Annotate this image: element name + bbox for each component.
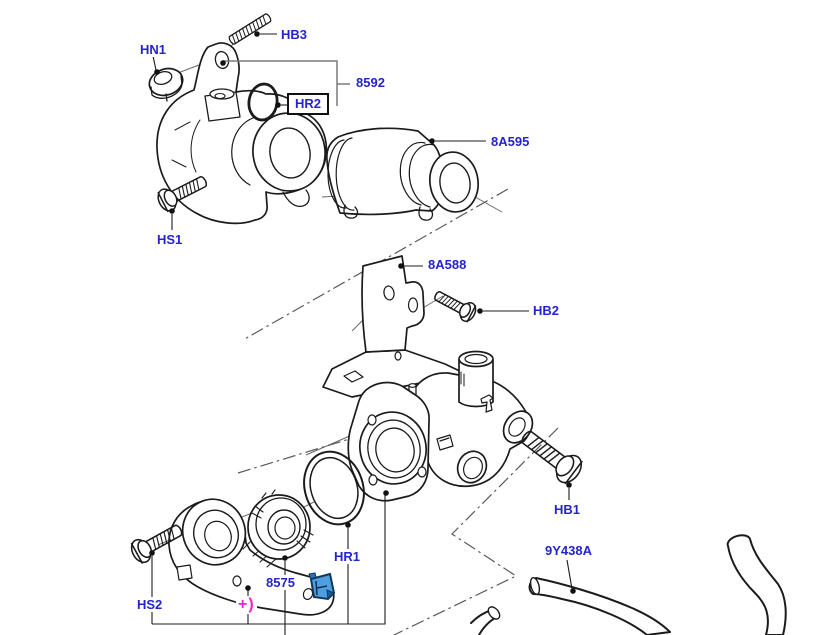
callout-hr1[interactable]: HR1 xyxy=(332,549,363,564)
thermostat-part xyxy=(247,489,314,560)
stud-hb3 xyxy=(228,13,272,45)
callout-hb3[interactable]: HB3 xyxy=(279,27,310,42)
outlet-connector-part xyxy=(156,42,328,225)
callout-hn1[interactable]: HN1 xyxy=(138,42,169,57)
note-flag-icon[interactable] xyxy=(308,572,336,601)
note-marker: +) xyxy=(236,596,257,614)
callout-8a588[interactable]: 8A588 xyxy=(426,257,469,272)
callout-9y438a[interactable]: 9Y438A xyxy=(543,543,594,558)
hose-connector-part xyxy=(326,127,479,221)
leader-lines xyxy=(151,33,573,635)
callout-hs2[interactable]: HS2 xyxy=(135,597,165,612)
callout-hb1[interactable]: HB1 xyxy=(552,502,583,517)
thermostat-housing-part xyxy=(347,350,534,502)
bolt-hb1 xyxy=(514,422,588,489)
oring-large-part xyxy=(303,450,365,526)
nut-hn1 xyxy=(148,67,184,102)
callout-hs1[interactable]: HS1 xyxy=(155,232,185,247)
callout-8592[interactable]: 8592 xyxy=(354,75,387,90)
callout-hb2[interactable]: HB2 xyxy=(531,303,562,318)
leader-dots xyxy=(149,31,576,594)
callout-hr2-selected[interactable]: HR2 xyxy=(287,93,330,115)
bracket-part xyxy=(322,255,469,398)
bolt-hb2 xyxy=(430,285,480,325)
callout-8a595[interactable]: 8A595 xyxy=(489,134,532,149)
callout-8575[interactable]: 8575 xyxy=(264,575,297,590)
hose-parts xyxy=(470,534,787,635)
